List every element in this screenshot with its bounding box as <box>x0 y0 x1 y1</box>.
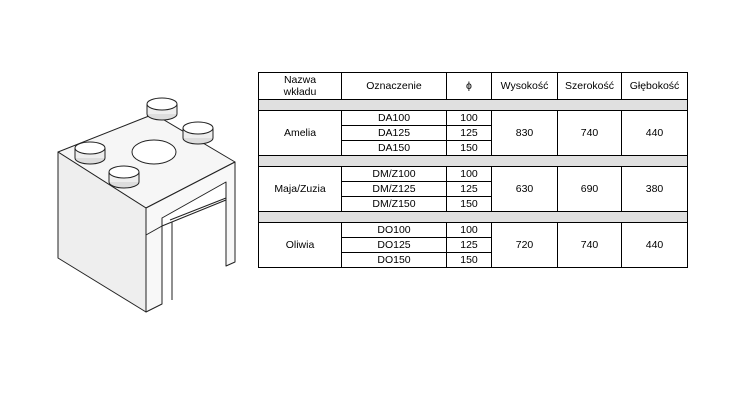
width-cell: 690 <box>557 166 622 212</box>
depth-cell: 440 <box>621 110 688 156</box>
depth-cell: 440 <box>621 222 688 268</box>
spigot-left-icon <box>74 141 106 165</box>
table-row: DM/Z150 150 <box>259 196 688 212</box>
code-cell: DM/Z125 <box>341 181 447 197</box>
phi-cell: 125 <box>446 181 492 197</box>
code-cell: DO100 <box>341 222 447 238</box>
phi-cell: 150 <box>446 196 492 212</box>
height-cell: 720 <box>491 222 558 268</box>
depth-cell: 380 <box>621 166 688 212</box>
phi-cell: 100 <box>446 166 492 182</box>
code-cell: DM/Z150 <box>341 196 447 212</box>
separator-row <box>258 155 688 167</box>
phi-cell: 100 <box>446 110 492 126</box>
header-phi: ϕ <box>446 72 492 100</box>
phi-cell: 150 <box>446 252 492 268</box>
spigot-right-icon <box>182 121 214 145</box>
fireplace-insert-housing-drawing <box>57 97 236 313</box>
phi-cell: 125 <box>446 125 492 141</box>
code-cell: DA100 <box>341 110 447 126</box>
code-cell: DA150 <box>341 140 447 156</box>
header-szerokosc: Szerokość <box>557 72 622 100</box>
width-cell: 740 <box>557 222 622 268</box>
group-name: Oliwia <box>258 222 342 268</box>
housing-right-face <box>145 161 236 313</box>
table-row: Amelia DA100 100 830 740 440 <box>258 110 688 156</box>
header-oznaczenie: Oznaczenie <box>341 72 447 100</box>
code-cell: DA125 <box>341 125 447 141</box>
header-wysokosc: Wysokość <box>491 72 558 100</box>
header-glebokosc: Głębokość <box>621 72 688 100</box>
table-row: Oliwia DO100 100 720 740 440 <box>258 222 688 268</box>
central-opening <box>131 139 177 165</box>
separator-row <box>258 211 688 223</box>
height-cell: 830 <box>491 110 558 156</box>
separator-row <box>258 99 688 111</box>
table-row: DO150 150 <box>259 252 688 268</box>
height-cell: 630 <box>491 166 558 212</box>
group-name: Maja/Zuzia <box>258 166 342 212</box>
table-row: Maja/Zuzia DM/Z100 100 630 690 380 <box>258 166 688 212</box>
code-cell: DM/Z100 <box>341 166 447 182</box>
phi-cell: 100 <box>446 222 492 238</box>
code-cell: DO125 <box>341 237 447 253</box>
spigot-back-icon <box>146 97 178 121</box>
phi-cell: 150 <box>446 140 492 156</box>
code-cell: DO150 <box>341 252 447 268</box>
width-cell: 740 <box>557 110 622 156</box>
table-row: DA125 125 <box>259 125 688 141</box>
spigot-front-icon <box>108 165 140 189</box>
group-name: Amelia <box>258 110 342 156</box>
phi-cell: 125 <box>446 237 492 253</box>
